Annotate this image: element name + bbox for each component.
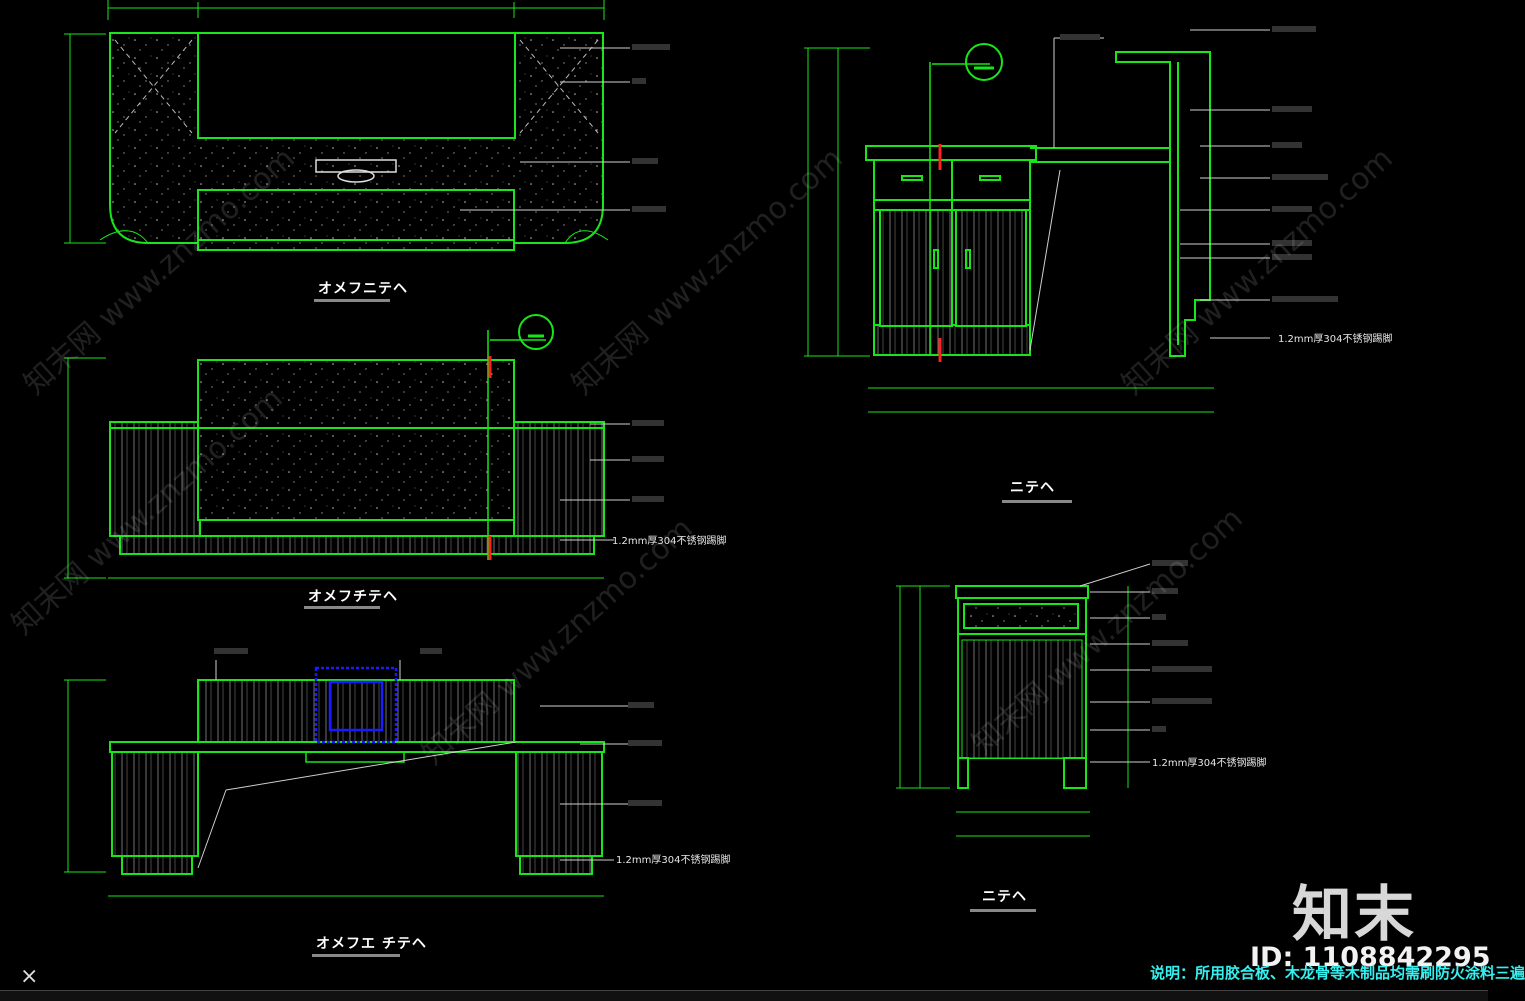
view-title-front: オメフチテヘ bbox=[308, 589, 398, 605]
cad-drawing-canvas: 1.2mm厚304不锈钢踢脚 1.2mm厚304不锈钢踢脚 1.2mm厚304不… bbox=[64, 0, 1392, 897]
front-elevation bbox=[64, 314, 605, 579]
rear-elevation-leaders bbox=[214, 648, 662, 861]
view-title-rear-underline bbox=[312, 954, 400, 957]
view-title-section-small-underline bbox=[970, 909, 1036, 912]
view-title-section: ニテヘ bbox=[1010, 480, 1055, 496]
spec-label-rear: 1.2mm厚304不锈钢踢脚 bbox=[616, 853, 730, 866]
plan-view-top bbox=[64, 0, 609, 251]
rear-elevation-block bbox=[314, 666, 398, 744]
section-view-small bbox=[896, 585, 1129, 837]
plan-view-top-leaders bbox=[460, 44, 670, 212]
view-title-plan: オメフニテヘ bbox=[318, 281, 408, 297]
section-view-large bbox=[804, 43, 1214, 413]
view-title-rear: オメフエ チテヘ bbox=[316, 936, 427, 952]
view-title-plan-underline bbox=[314, 299, 390, 302]
section-view-small-leaders bbox=[1079, 560, 1212, 763]
view-title-section-underline bbox=[1002, 500, 1072, 503]
spec-label-front: 1.2mm厚304不锈钢踢脚 bbox=[612, 534, 726, 547]
view-title-section-small: ニテヘ bbox=[982, 889, 1027, 905]
image-id-label: ID: 1108842295 bbox=[1250, 942, 1491, 973]
spec-label-section: 1.2mm厚304不锈钢踢脚 bbox=[1278, 332, 1392, 345]
section-view-leaders bbox=[1053, 26, 1338, 339]
status-bar bbox=[0, 990, 1488, 1001]
front-elevation-leaders bbox=[560, 420, 664, 541]
spec-label-section-small: 1.2mm厚304不锈钢踢脚 bbox=[1152, 756, 1266, 769]
site-logo: 知末 bbox=[1292, 880, 1416, 950]
ucs-icon: ⨯ bbox=[20, 964, 39, 989]
drawing-note: 说明：所用胶合板、木龙骨等木制品均需刷防火涂料三遍 bbox=[1150, 964, 1525, 982]
rear-elevation bbox=[64, 679, 605, 897]
view-title-front-underline bbox=[304, 606, 380, 609]
